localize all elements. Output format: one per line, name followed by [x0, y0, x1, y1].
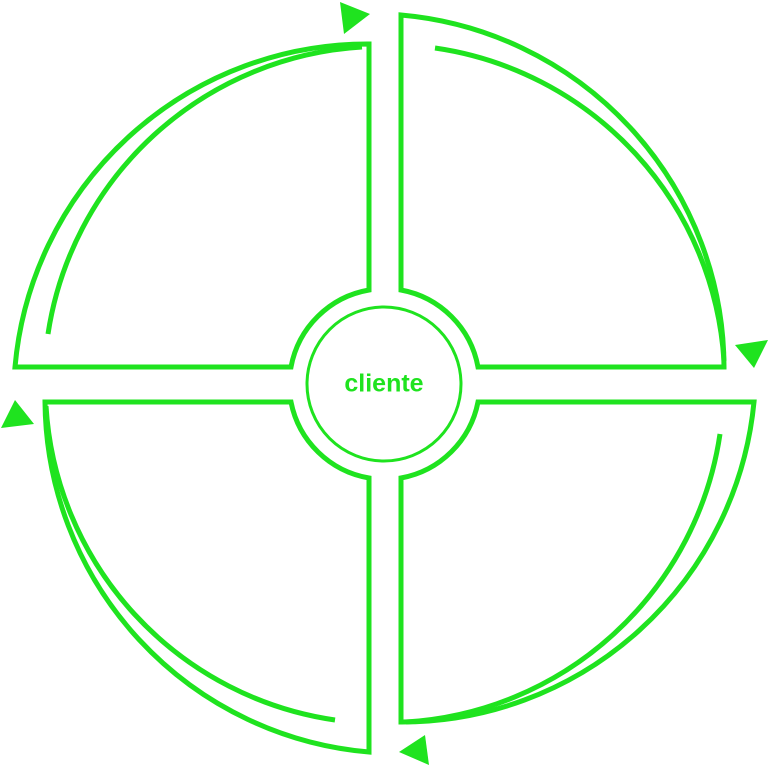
arrow-head-right [735, 340, 768, 368]
quadrant-bottom-right [398, 399, 757, 725]
inner-arc-top-left [45, 44, 363, 335]
inner-arc-top-right [434, 45, 727, 362]
center-label: cliente [344, 370, 423, 398]
inner-arc-bottom-right [405, 433, 723, 725]
quadrant-top-left [12, 41, 372, 370]
center-circle [305, 305, 463, 463]
quadrant-top-right [398, 12, 727, 370]
inner-arc-bottom-left [43, 405, 336, 723]
quadrant-bottom-left [42, 399, 372, 755]
arrow-head-left [1, 400, 34, 428]
arrow-head-bottom [399, 735, 429, 765]
arrow-head-top [340, 2, 370, 34]
